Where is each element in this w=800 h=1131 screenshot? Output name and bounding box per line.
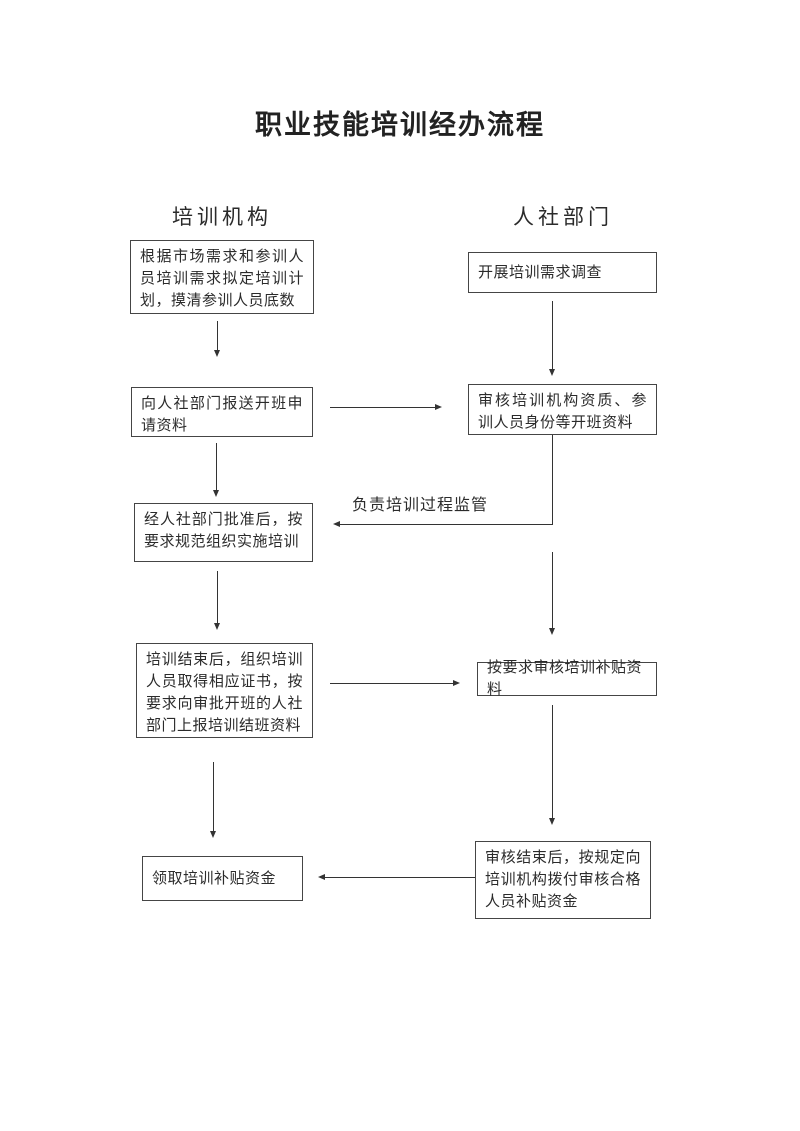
arrow-l2-to-r2 xyxy=(330,404,442,410)
page-title: 职业技能培训经办流程 xyxy=(255,110,545,140)
arrow-r2-to-r3 xyxy=(549,552,555,635)
arrow-r4-to-l5 xyxy=(318,874,475,880)
supervision-edge-label: 负责培训过程监管 xyxy=(352,497,489,514)
flow-box-l4-report-completion: 培训结束后，组织培训人员取得相应证书，按要求向审批开班的人社部门上报培训结班资料 xyxy=(136,643,313,738)
flow-box-r1-needs-survey: 开展培训需求调查 xyxy=(468,252,657,293)
arrow-r2-to-l3 xyxy=(333,521,553,527)
connector-stem-r2 xyxy=(552,435,553,524)
flow-box-l2-submit-application: 向人社部门报送开班申请资料 xyxy=(131,387,313,437)
arrow-l4-to-l5 xyxy=(210,762,216,838)
arrow-l2-to-l3 xyxy=(213,443,219,497)
flow-box-l3-conduct-training: 经人社部门批准后，按要求规范组织实施培训 xyxy=(134,503,313,562)
flow-box-r1-text: 开展培训需求调查 xyxy=(478,264,603,281)
flow-box-r3-review-subsidy-materials: 按要求审核培训补贴资料 xyxy=(477,660,657,698)
flow-box-r2-review-qualifications: 审核培训机构资质、参训人员身份等开班资料 xyxy=(468,384,657,435)
arrow-l3-to-l4 xyxy=(214,571,220,630)
column-header-training-institution: 培训机构 xyxy=(172,205,272,229)
flow-box-r4-disburse-funds: 审核结束后，按规定向培训机构拨付审核合格人员补贴资金 xyxy=(475,841,651,919)
flow-box-l1-make-training-plan: 根据市场需求和参训人员培训需求拟定培训计划，摸清参训人员底数 xyxy=(130,240,314,314)
arrow-l1-to-l2 xyxy=(214,321,220,357)
flow-box-r3-text: 按要求审核培训补贴资料 xyxy=(487,660,643,698)
flow-box-l5-text: 领取培训补贴资金 xyxy=(152,870,277,887)
column-header-hr-department: 人社部门 xyxy=(513,205,613,229)
arrow-l4-to-r3 xyxy=(330,680,460,686)
flow-box-l5-receive-subsidy: 领取培训补贴资金 xyxy=(142,856,303,901)
arrow-r1-to-r2 xyxy=(549,301,555,376)
arrow-r3-to-r4 xyxy=(549,705,555,825)
